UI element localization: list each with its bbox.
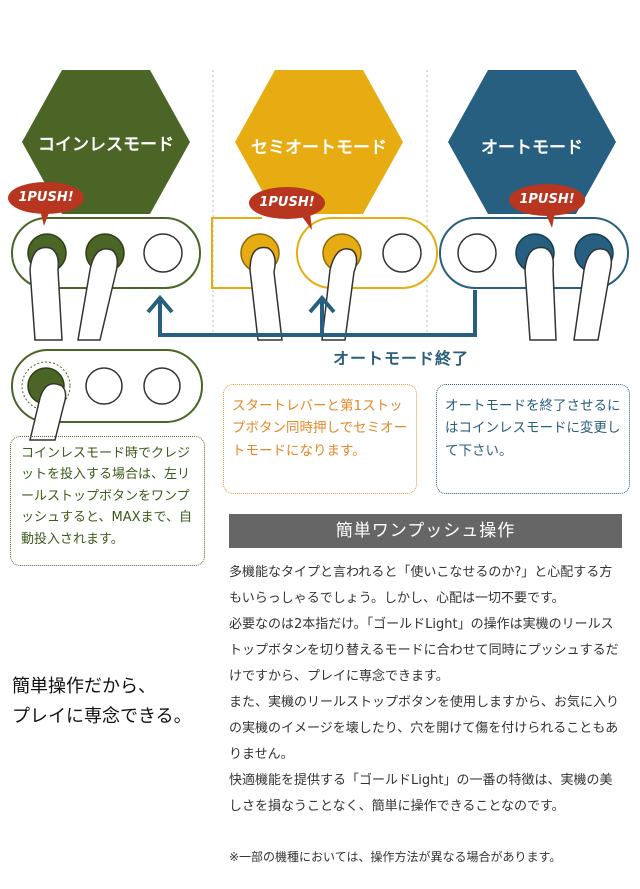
coinless-hexagon	[22, 70, 190, 214]
semiauto-mode-label: セミオートモード	[251, 138, 387, 158]
push-badge	[509, 184, 585, 228]
auto-end-arrow	[158, 290, 477, 337]
reel-stop-button-center	[85, 367, 123, 405]
push-badge	[249, 187, 325, 230]
reel-stop-button-right	[143, 367, 181, 405]
reel-stop-button-left	[457, 233, 497, 273]
finger-icon	[29, 246, 613, 341]
arrow-head-icon	[146, 294, 174, 314]
auto-mode-label: オートモード	[481, 138, 583, 158]
coinless-mode-label: コインレスモード	[38, 135, 174, 155]
arrow-head-icon	[308, 294, 336, 314]
coinless-note: コインレスモード時でクレジットを投入する場合は、左リールストップボタンをワンプッ…	[10, 436, 205, 566]
slogan-line: プレイに専念できる。	[12, 706, 192, 727]
auto-hexagon	[448, 70, 616, 214]
body-paragraph: 多機能なタイプと言われると「使いこなせるのか?」と心配する方もいらっしゃるでしょ…	[229, 565, 613, 606]
body-text: 多機能なタイプと言われると「使いこなせるのか?」と心配する方もいらっしゃるでしょ…	[229, 560, 624, 820]
push-badge-text: 1PUSH!	[18, 190, 74, 205]
body-paragraph: 必要なのは2本指だけ。「ゴールドLight」の操作は実機のリールストップボタンを…	[229, 617, 619, 684]
section-title: 簡単ワンプッシュ操作	[229, 514, 622, 548]
auto-note: オートモードを終了させるにはコインレスモードに変更して下さい。	[436, 384, 630, 494]
reel-stop-button-right	[143, 233, 183, 273]
lever-panel	[211, 217, 262, 289]
reel-stop-button-second	[382, 233, 422, 273]
semiauto-hexagon	[235, 70, 403, 214]
footnote: ※一部の機種においては、操作方法が異なる場合があります。	[229, 850, 562, 864]
slogan: 簡単操作だから、 プレイに専念できる。	[12, 672, 212, 732]
body-paragraph: また、実機のリールストップボタンを使用しますから、お気に入りの実機のイメージを壊…	[229, 695, 620, 762]
push-badge	[8, 182, 84, 226]
slogan-line: 簡単操作だから、	[12, 676, 156, 697]
push-badge-text: 1PUSH!	[519, 192, 575, 207]
semiauto-note: スタートレバーと第1ストップボタン同時押しでセミオートモードになります。	[223, 384, 417, 494]
auto-end-label: オートモード終了	[333, 349, 470, 368]
push-badge-text: 1PUSH!	[259, 195, 315, 210]
finger-icon	[29, 383, 67, 441]
body-paragraph: 快適機能を提供する「ゴールドLight」の一番の特徴は、実機の美しさを損なうこと…	[229, 773, 613, 814]
